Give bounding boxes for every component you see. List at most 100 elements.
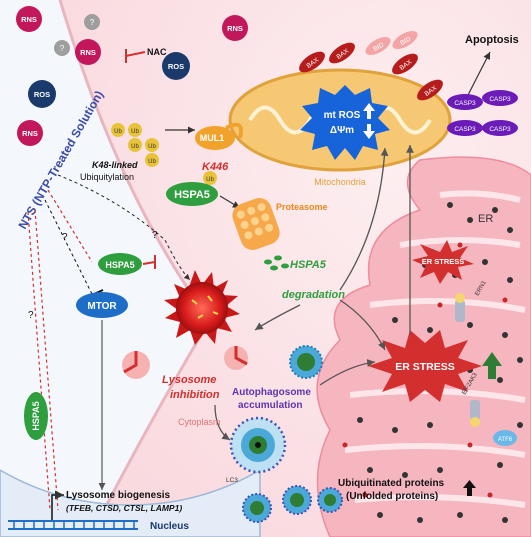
svg-text:Ub: Ub xyxy=(131,129,139,135)
question-mark-3: ? xyxy=(28,310,34,321)
autophagosome-label-2: accumulation xyxy=(238,400,302,411)
hspa5-protein: HSPA5 xyxy=(166,182,218,206)
ros-circle: ROS xyxy=(28,80,56,108)
mtor-protein: MTOR xyxy=(76,292,128,318)
svg-text:CASP3: CASP3 xyxy=(489,126,511,133)
autophagosome xyxy=(282,485,312,515)
nts-inhibit-biogenesis-1 xyxy=(34,209,59,511)
biogenesis-promoter-arrow xyxy=(51,490,64,520)
nts-inhibit-mtor xyxy=(44,199,96,301)
autophagosome-label-1: Autophagosome xyxy=(232,387,311,398)
autophagosome xyxy=(242,493,272,523)
svg-text:CASP3: CASP3 xyxy=(489,96,511,103)
ubiquitin-chain: Ub Ub Ub Ub Ub Ub xyxy=(111,123,217,185)
svg-text:MUL1: MUL1 xyxy=(200,133,225,143)
svg-text:ATF6: ATF6 xyxy=(498,437,513,443)
ros-circle: ROS xyxy=(162,52,190,80)
lysosome-biogenesis-label: Lysosome biogenesis xyxy=(66,490,171,501)
arrow-down-icon xyxy=(363,124,375,139)
hspa5-to-proteasome-arrow xyxy=(219,195,241,209)
svg-text:Ub: Ub xyxy=(131,144,139,150)
svg-text:?: ? xyxy=(60,44,65,53)
nts-inhibit-biogenesis-2 xyxy=(27,211,51,511)
question-mark-1: ? xyxy=(152,230,158,241)
svg-text:mt ROS: mt ROS xyxy=(324,110,361,121)
mitochondria-label: Mitochondria xyxy=(314,177,366,187)
lysosome-inhibition-2: inhibition xyxy=(170,389,220,401)
ubiquitinated-label-2: (Unfolded proteins) xyxy=(346,491,438,502)
er-stress-small: ER STRESS xyxy=(412,240,474,284)
question-circle: ? xyxy=(54,40,70,56)
svg-text:ROS: ROS xyxy=(168,62,184,71)
rns-circle: RNS xyxy=(16,6,42,32)
svg-text:HSPA5: HSPA5 xyxy=(174,189,210,201)
degradation-to-er-arrow xyxy=(339,299,386,351)
apoptosis-arrow xyxy=(467,51,491,96)
lysosome-icon xyxy=(164,270,240,345)
svg-text:BID: BID xyxy=(372,41,385,53)
autophagosome-large xyxy=(229,416,287,474)
rns-circle: RNS xyxy=(222,15,248,41)
lysosome-genes-label: (TFEB, CTSD, CTSL, LAMP1) xyxy=(66,503,182,513)
lysosome-to-autophagosome-arrow xyxy=(214,404,231,441)
question-circle: ? xyxy=(84,14,100,30)
bax-proteins: BAX BAX BAX BAX xyxy=(299,42,443,101)
proteasome-icon xyxy=(232,197,280,251)
nac-label: NAC xyxy=(147,47,167,57)
nts-inhibit-hspa5 xyxy=(47,189,93,263)
svg-text:?: ? xyxy=(90,18,95,27)
svg-text:CASP3: CASP3 xyxy=(454,100,476,107)
svg-text:HSPA5: HSPA5 xyxy=(31,401,41,430)
hspa5-degradation-2: degradation xyxy=(282,289,345,301)
svg-text:Ub: Ub xyxy=(148,159,156,165)
degradation-to-lysosome-arrow xyxy=(254,304,301,331)
hspa5-fragments xyxy=(264,255,289,271)
k48-label-1: K48-linked xyxy=(92,160,138,170)
autophagosome-to-er-arrow xyxy=(319,359,376,386)
nac-inhibit-line xyxy=(125,51,146,57)
svg-text:RNS: RNS xyxy=(80,48,96,57)
svg-text:RNS: RNS xyxy=(227,24,243,33)
autophagosome xyxy=(317,487,343,513)
svg-text:RNS: RNS xyxy=(21,15,37,24)
rns-circle: RNS xyxy=(17,120,43,146)
svg-text:ER STRESS: ER STRESS xyxy=(395,361,455,373)
mul1-protein: MUL1 xyxy=(195,122,243,150)
caspase-proteins: CASP3 CASP3 CASP3 CASP3 xyxy=(447,90,518,136)
dna-icon xyxy=(8,520,138,530)
svg-text:CASP3: CASP3 xyxy=(454,126,476,133)
hspa5-degradation-1: HSPA5 xyxy=(290,259,327,271)
green-up-arrow-icon xyxy=(482,352,502,379)
svg-text:ROS: ROS xyxy=(34,90,50,99)
svg-text:MTOR: MTOR xyxy=(87,301,117,312)
svg-text:HSPA5: HSPA5 xyxy=(105,260,134,270)
ern1-sensor: ERN1 xyxy=(455,280,488,322)
k446-label: K446 xyxy=(202,161,229,173)
degradation-to-mito-arrow xyxy=(339,147,389,291)
rns-circle: RNS xyxy=(75,39,101,65)
svg-text:Ub: Ub xyxy=(148,144,156,150)
arrow-up-icon xyxy=(363,103,375,119)
svg-text:BID: BID xyxy=(399,35,412,47)
cytoplasm-label: Cytoplasm xyxy=(178,417,221,427)
apoptosis-label: Apoptosis xyxy=(465,34,519,46)
er-label: ER xyxy=(478,213,493,225)
atf6-sensor: ATF6 xyxy=(493,430,517,446)
nts-to-lysosome-dashed xyxy=(57,174,191,281)
question-mark-2: ? xyxy=(62,232,68,243)
hspa5-mid-protein: HSPA5 xyxy=(98,253,142,275)
k48-label-2: Ubiquitylation xyxy=(80,172,134,182)
autophagosome xyxy=(289,345,323,379)
svg-text:Ub: Ub xyxy=(206,177,214,183)
svg-text:RNS: RNS xyxy=(22,129,38,138)
black-up-arrow-icon xyxy=(463,480,476,496)
small-lysosome xyxy=(224,346,248,370)
lc3-label: LC3 xyxy=(226,477,238,484)
ubiquitinated-label-1: Ubiquitinated proteins xyxy=(338,478,445,489)
hspa5-left-protein: HSPA5 xyxy=(24,392,48,440)
svg-text:ER STRESS: ER STRESS xyxy=(422,257,465,266)
mt-ros-burst: mt ROS ΔΨm xyxy=(300,85,390,160)
svg-text:ΔΨm: ΔΨm xyxy=(330,125,354,136)
